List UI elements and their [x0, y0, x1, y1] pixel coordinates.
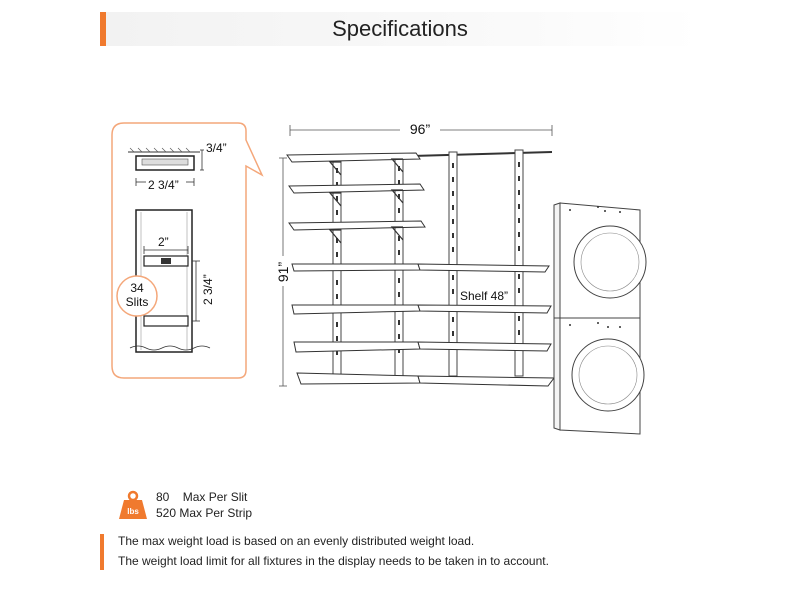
detail-callout: 3/4” 2 3/4” 2” 2 3/4” 34 Slits: [111, 122, 264, 379]
note-line-2: The weight load limit for all fixtures i…: [118, 554, 549, 568]
per-strip-label: Max Per Strip: [179, 506, 253, 520]
weight-icon: lbs: [119, 490, 147, 519]
overall-dimensions: 96” 91”: [275, 121, 553, 387]
per-slit-row: 80 Max Per Slit: [156, 489, 252, 505]
notes-accent-bar: [100, 534, 104, 570]
overall-height-label: 91”: [275, 262, 291, 283]
per-slit-value: 80: [156, 490, 170, 504]
page-title: Specifications: [332, 16, 468, 41]
bracket-width-label: 2 3/4”: [148, 178, 179, 192]
weight-notes: The max weight load is based on an evenl…: [100, 532, 740, 572]
brackets: [328, 158, 404, 244]
note-line-1: The max weight load is based on an evenl…: [118, 534, 475, 548]
shelves: [286, 152, 555, 387]
washer-dryer-stack: [553, 202, 647, 435]
header-bar: Specifications: [100, 12, 700, 46]
strip-width-label: 2”: [158, 235, 169, 249]
weight-values: 80 Max Per Slit 520 Max Per Strip: [156, 489, 252, 521]
header-accent-bar: [100, 12, 106, 46]
bracket-depth-label: 3/4”: [206, 141, 227, 155]
slit-spacing-label: 2 3/4”: [201, 274, 215, 305]
slit-count-label: Slits: [126, 295, 149, 309]
slit-count-value: 34: [130, 281, 144, 295]
per-strip-value: 520: [156, 506, 177, 520]
per-slit-label: Max Per Slit: [182, 490, 248, 504]
weight-icon-label: lbs: [127, 507, 139, 516]
per-strip-row: 520 Max Per Strip: [156, 505, 252, 521]
weight-limits: lbs 80 Max Per Slit 520 Max Per Strip: [118, 488, 418, 528]
shelf-label: Shelf 48”: [460, 289, 508, 303]
overall-width-label: 96”: [410, 121, 431, 137]
